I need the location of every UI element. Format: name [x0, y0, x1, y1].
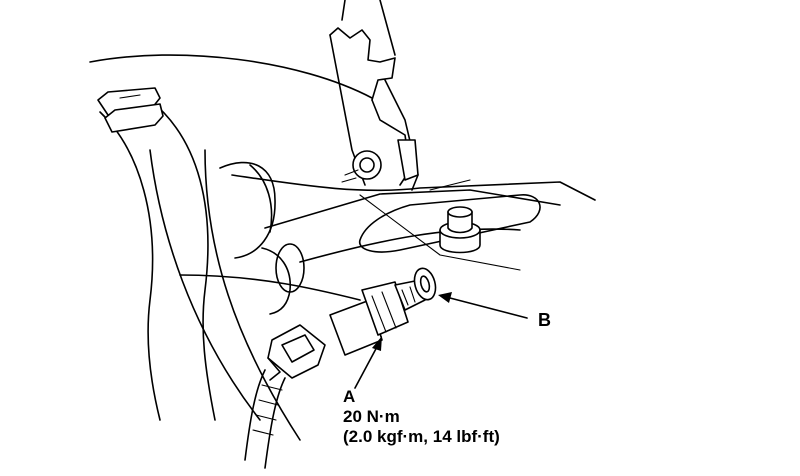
washer-b	[413, 267, 437, 301]
wire-connector	[244, 324, 326, 469]
coolant-hose	[97, 87, 216, 421]
engine-block	[89, 54, 596, 441]
engine-boss	[219, 161, 305, 315]
mount-bracket	[329, 0, 419, 191]
leader-a	[354, 336, 382, 389]
callout-b-letter: B	[538, 310, 551, 330]
callout-a-letter: A	[343, 387, 355, 406]
callout-a-torque-alt: (2.0 kgf·m, 14 lbf·ft)	[343, 427, 500, 446]
leader-b	[438, 292, 528, 319]
slot-plate	[359, 194, 541, 253]
callout-a-torque-nm: 20 N·m	[343, 407, 400, 426]
mounting-bolt	[439, 206, 481, 254]
